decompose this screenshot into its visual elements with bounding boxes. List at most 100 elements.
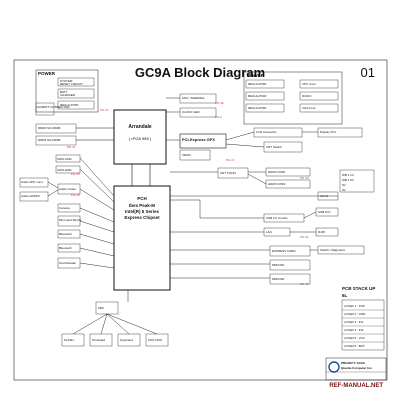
batt-label: BATT bbox=[60, 90, 68, 94]
pcb-layer-5: LAYER 5 : VCC bbox=[344, 336, 366, 340]
ddr-a-box bbox=[35, 123, 77, 134]
page-ref-labels: PG 37 PG 11 PG 25 PG 28 PG 46 PG 2 PG 17… bbox=[67, 101, 309, 286]
hdmi-label: HDMI CONN bbox=[268, 170, 285, 174]
batt-label-2: CHARGER bbox=[60, 93, 76, 97]
project-label: PROJECT: GC9A bbox=[341, 361, 366, 365]
dp-label: Display Port bbox=[320, 130, 336, 134]
svg-text:3V: 3V bbox=[342, 188, 346, 192]
crt-switch-label: CRT Switch bbox=[266, 145, 282, 149]
express-card-label: EXPRESS CARD bbox=[272, 249, 296, 253]
keyboard-label: Keyboard bbox=[120, 338, 133, 342]
right-lower-devices: CRT CONN HDMI CONN HDMI CONN USB 2.0 Com… bbox=[217, 167, 365, 285]
right-lower-links bbox=[170, 171, 338, 279]
ddr-b-box bbox=[35, 135, 77, 146]
camera-label: Camera bbox=[59, 206, 70, 210]
page-number: 01 bbox=[361, 65, 375, 80]
vga-core-label: VGA Core bbox=[302, 106, 316, 110]
touchpad-label: Touchpad bbox=[92, 338, 105, 342]
reg1-label: REGULATOR bbox=[248, 82, 267, 86]
clock-gen-label: CLOCK GEN bbox=[182, 110, 200, 114]
company-label: Quanta Computer Inc. bbox=[341, 366, 373, 370]
system-label: SYSTEM bbox=[60, 79, 73, 83]
dcdc-label: DC/DC bbox=[302, 94, 312, 98]
ac-batt-box bbox=[35, 102, 55, 116]
card-reader-label: Card Reader bbox=[59, 261, 76, 265]
ddr-a-label: DDR3 SO-DIMM bbox=[38, 126, 61, 130]
pcb-sub: 6L bbox=[342, 293, 348, 298]
pcb-layer-3: LAYER 3 : IN1 bbox=[344, 320, 364, 324]
lan-label: LAN bbox=[266, 230, 272, 234]
svg-text:REGULATOR: REGULATOR bbox=[60, 103, 79, 107]
fan-thermal-label: FAN / THERMAL bbox=[182, 96, 205, 100]
power-right-group: POWER REGULATOR REGULATOR REGULATOR CPU … bbox=[243, 71, 343, 125]
right-upper-devices: FAN / THERMAL CLOCK GEN PCI-Express GFX … bbox=[179, 93, 363, 161]
reg2-label: REGULATOR bbox=[248, 94, 267, 98]
cpu-name: Arrandale bbox=[128, 124, 152, 130]
diagram-title: GC9A Block Diagram bbox=[135, 65, 265, 80]
sheet-frame bbox=[13, 59, 388, 381]
svg-text:HDMI CONN: HDMI CONN bbox=[268, 182, 285, 186]
svg-text:PG 46: PG 46 bbox=[215, 101, 224, 105]
left-links bbox=[47, 157, 115, 269]
power-right-header: POWER bbox=[247, 73, 265, 78]
pch-l1: PCH bbox=[137, 196, 147, 201]
mini-card-label: Mini Card WLAN bbox=[59, 218, 81, 222]
pcb-layer-2: LAYER 2 : GND bbox=[344, 312, 366, 316]
rj45-label: RJ45 bbox=[318, 230, 325, 234]
audio-jack-label: Audio SPK conn. bbox=[21, 180, 44, 184]
svg-text:PG 19: PG 19 bbox=[300, 176, 309, 180]
audio-hp-label: Audio HP/MIC bbox=[21, 194, 41, 198]
watermark: REF-MANUAL.NET bbox=[329, 383, 383, 389]
switch-mag-label: Switch / Magnetics bbox=[320, 248, 346, 252]
svg-text:PG 17: PG 17 bbox=[226, 158, 235, 162]
usb-port-label: USB Port bbox=[318, 210, 331, 214]
cpu-core-label: CPU Core bbox=[302, 82, 316, 86]
kbc-label: KBC bbox=[98, 306, 105, 310]
pch-l3: Intel(R) 5 Series bbox=[125, 209, 160, 214]
bottom-links bbox=[72, 290, 158, 335]
power-left-header: POWER bbox=[38, 71, 56, 76]
fan-ctrl-label: FAN CTRL bbox=[148, 338, 163, 342]
svg-text:PG 28: PG 28 bbox=[71, 193, 80, 197]
flash-label: FLASH bbox=[64, 338, 74, 342]
svg-text:PG 25: PG 25 bbox=[71, 172, 80, 176]
power-left-group: POWER SYSTEM RESET CIRCUIT BATT CHARGER … bbox=[35, 69, 99, 113]
pch-l2: Ibex Peak-M bbox=[129, 203, 155, 208]
crt-conn-label: CRT CONN bbox=[220, 171, 236, 175]
reg3-label: REGULATOR bbox=[248, 106, 267, 110]
left-devices: SATA ODD SATA HDD Audio SPK conn. Audio … bbox=[19, 154, 81, 269]
pcb-layer-1: LAYER 1 : TOP bbox=[344, 304, 365, 308]
svg-text:WB 1.5V: WB 1.5V bbox=[342, 178, 354, 182]
sata-odd-label: SATA ODD bbox=[57, 157, 73, 161]
logic-indicator-box bbox=[339, 169, 375, 193]
pcb-stackup: PCB STACK UP 6L LAYER 1 : TOP LAYER 2 : … bbox=[341, 286, 385, 351]
ac-batt-label: AC/BATT CONNECTOR bbox=[37, 105, 70, 109]
pch-l4: Express Chipset bbox=[124, 215, 160, 220]
title-block: PROJECT: GC9A Quanta Computer Inc. REF-M… bbox=[325, 357, 387, 389]
system-label-2: RESET CIRCUIT bbox=[60, 82, 83, 86]
svg-text:PG 11: PG 11 bbox=[67, 145, 76, 149]
svg-text:PG 31: PG 31 bbox=[300, 235, 309, 239]
pch-box bbox=[113, 185, 171, 291]
ddr-b-label: DDR3 SO-DIMM bbox=[38, 138, 61, 142]
mmc2-label: MMC/SD bbox=[272, 277, 285, 281]
svg-text:WB 1.1V: WB 1.1V bbox=[342, 173, 354, 177]
cpu-sub: ( rPGA 989 ) bbox=[129, 136, 152, 141]
usb-combo-label: USB 2.0 Combo bbox=[266, 216, 288, 220]
pcb-header: PCB STACK UP bbox=[342, 286, 375, 291]
svg-text:PG 37: PG 37 bbox=[100, 108, 109, 112]
bt-label: Bluetooth bbox=[59, 232, 72, 236]
cpu-box bbox=[113, 109, 167, 165]
svg-text:PG 33: PG 33 bbox=[300, 282, 309, 286]
mmc-label: MMC/SD bbox=[272, 263, 285, 267]
vram-label: VRAM bbox=[182, 153, 191, 157]
sata-hdd-label: SATA HDD bbox=[57, 168, 72, 172]
quanta-logo-icon bbox=[328, 361, 340, 373]
pcb-layer-6: LAYER 6 : BOT bbox=[344, 344, 365, 348]
audio-codec-label: Audio Codec bbox=[59, 187, 77, 191]
right-upper-links bbox=[166, 97, 318, 148]
svg-text:5V: 5V bbox=[342, 183, 346, 187]
bottom-devices: KBC FLASH Touchpad Keyboard FAN CTRL bbox=[61, 301, 169, 347]
lcd-label: LCD Connector bbox=[256, 130, 277, 134]
